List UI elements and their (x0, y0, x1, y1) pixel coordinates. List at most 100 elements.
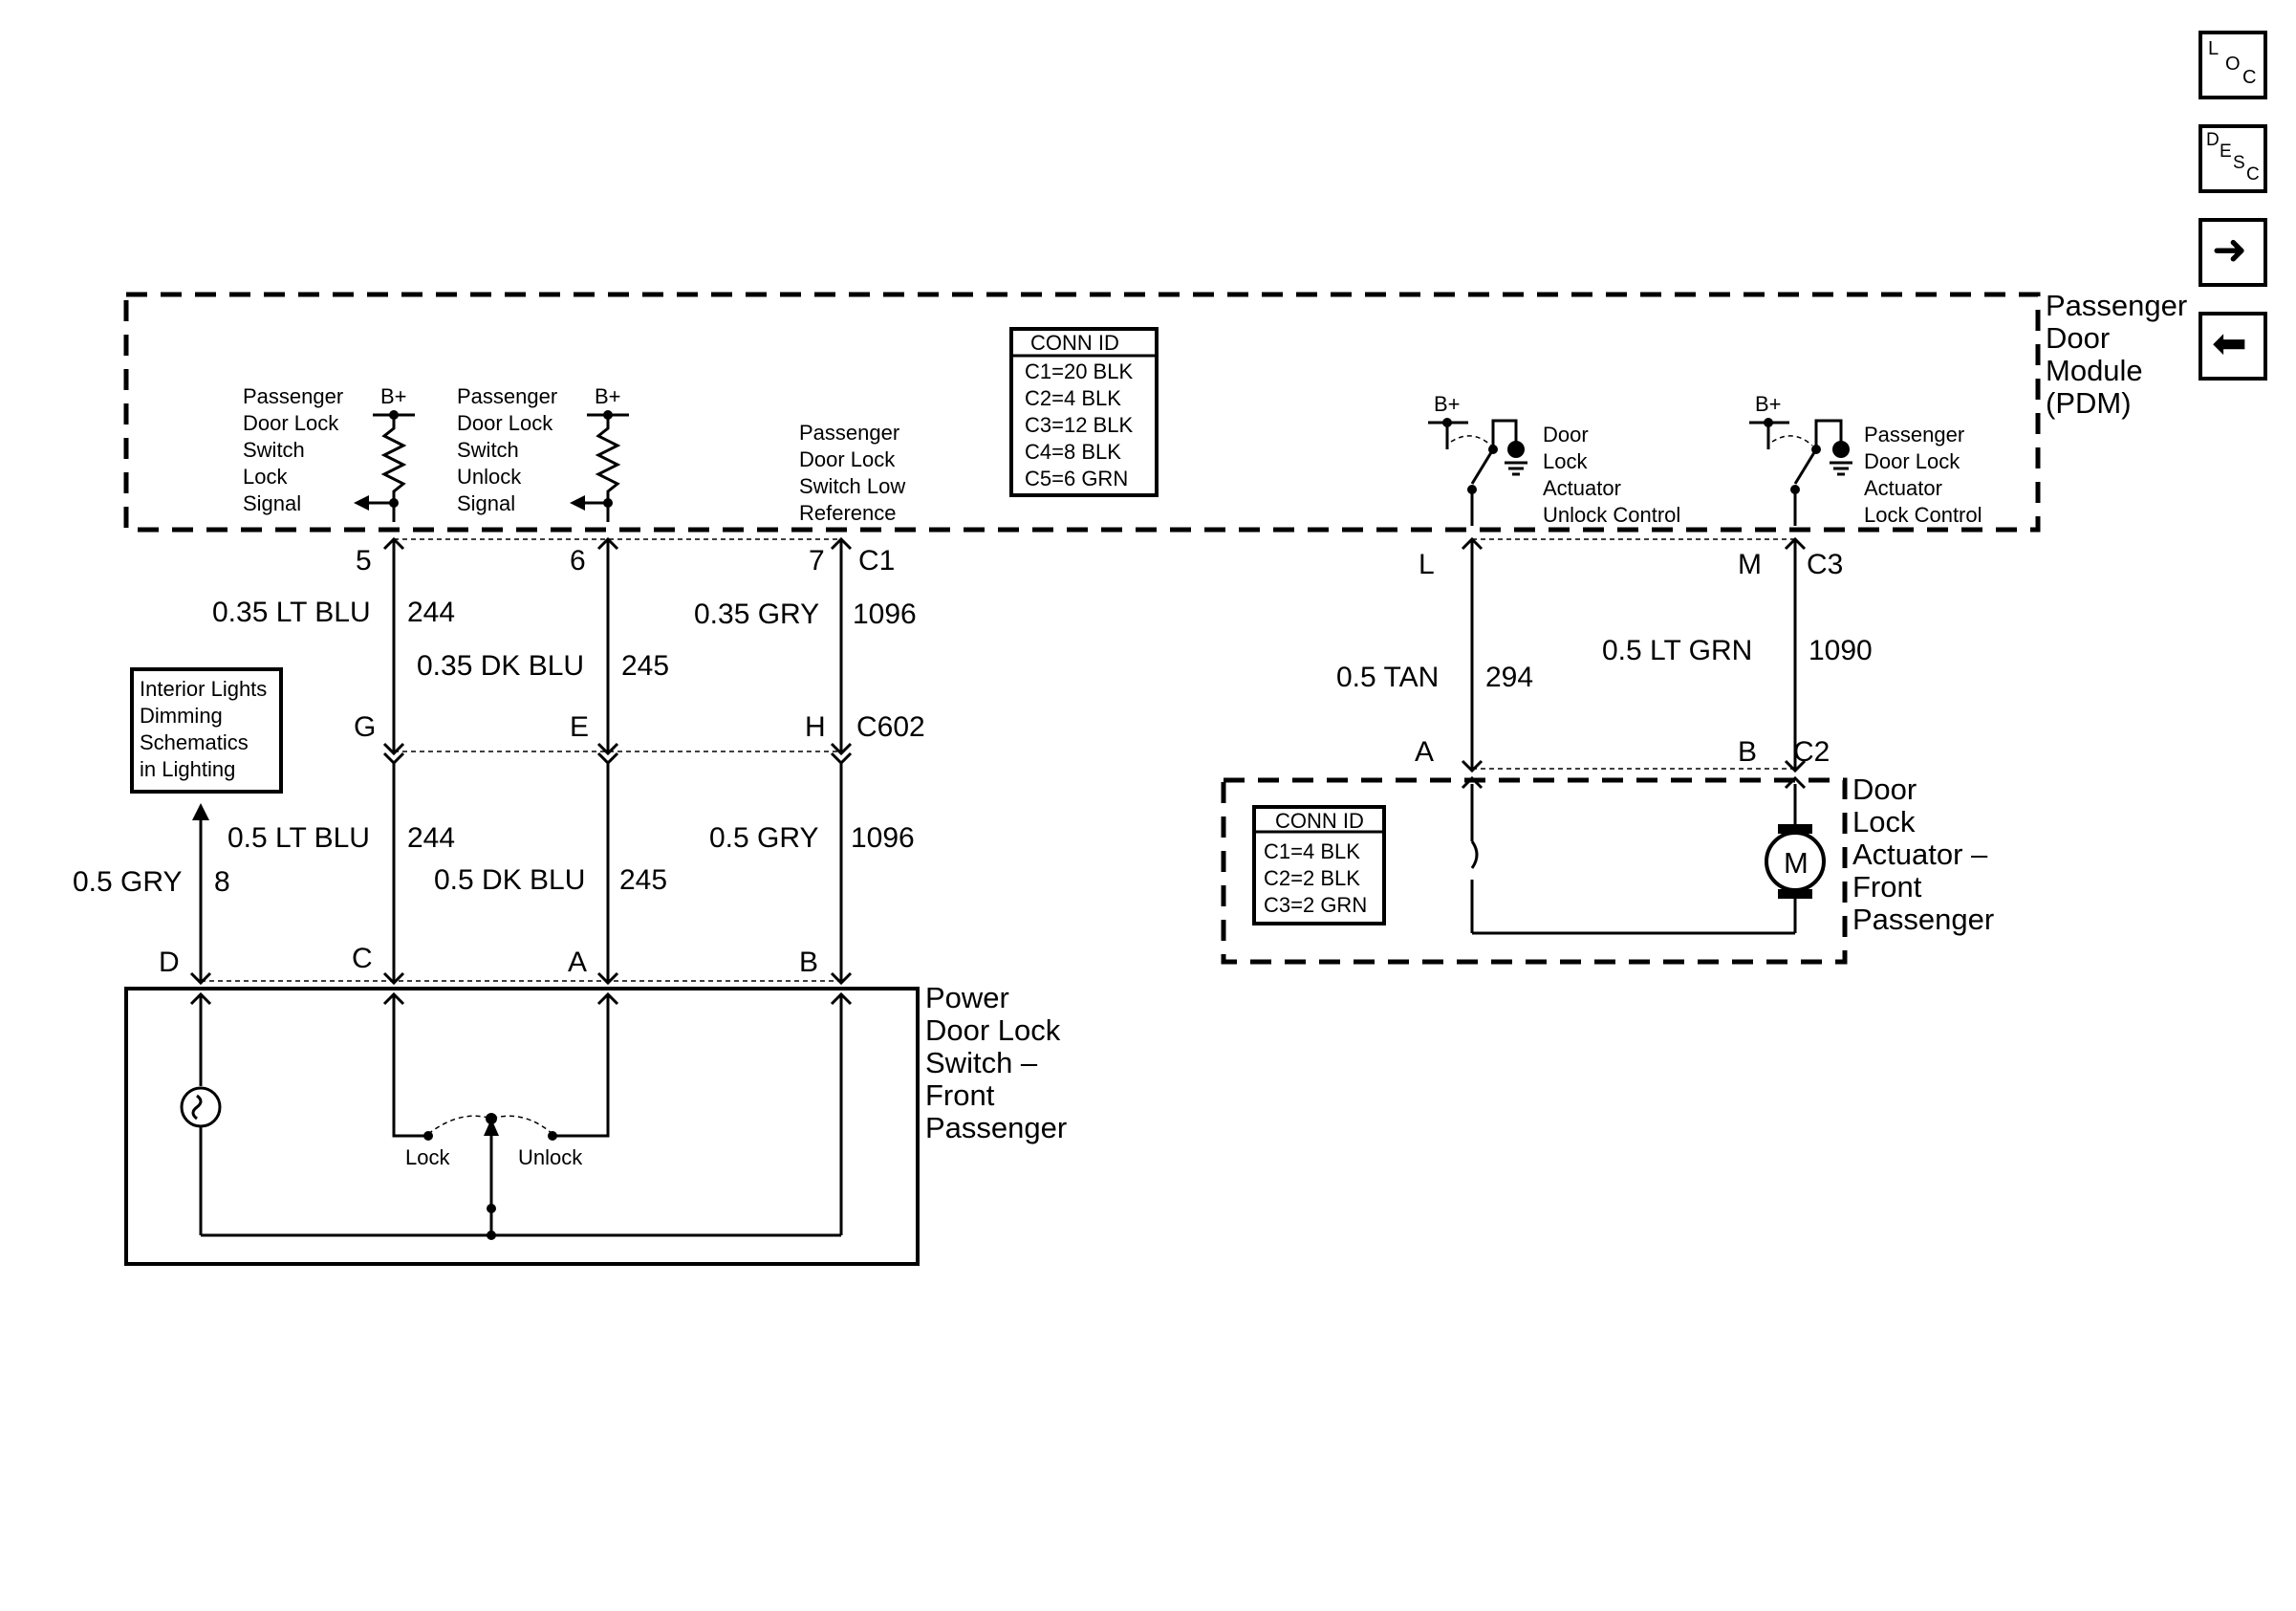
svg-text:Door: Door (1543, 423, 1589, 446)
svg-text:B: B (1738, 736, 1757, 768)
svg-text:Door Lock: Door Lock (1864, 449, 1960, 473)
next-page-button[interactable]: ➜ (2199, 218, 2267, 287)
c2-pin-labels: A B C2 (1415, 736, 1830, 768)
pdm-conn-id-table: CONN ID C1=20 BLK C2=4 BLK C3=12 BLK C4=… (1009, 327, 1159, 497)
svg-text:D: D (159, 947, 180, 978)
svg-text:244: 244 (407, 822, 455, 854)
arrow-left-icon: ⬅ (2212, 320, 2247, 367)
switch-pin-labels: D C A B (159, 943, 818, 978)
loc-letter-l: L (2208, 38, 2220, 59)
svg-text:8: 8 (214, 866, 230, 898)
svg-text:245: 245 (621, 650, 669, 682)
svg-text:Unlock: Unlock (518, 1145, 583, 1169)
svg-text:Door Lock: Door Lock (925, 1013, 1061, 1047)
svg-text:CONN ID: CONN ID (1030, 331, 1119, 355)
svg-text:(PDM): (PDM) (2046, 386, 2132, 420)
switch-internal-wiring (180, 994, 843, 1240)
svg-text:294: 294 (1485, 662, 1533, 693)
svg-text:M: M (1784, 846, 1809, 880)
svg-text:C1: C1 (858, 545, 895, 577)
svg-text:CONN ID: CONN ID (1275, 809, 1364, 833)
c602-pin-labels: G E H C602 (354, 711, 925, 743)
desc-letter-e: E (2220, 142, 2232, 162)
motor-icon: M (1765, 824, 1826, 899)
power-door-lock-switch-title: Power Door Lock Switch – Front Passenger (925, 981, 1067, 1144)
svg-text:Lock: Lock (1852, 805, 1916, 838)
svg-text:Front: Front (925, 1078, 995, 1112)
svg-text:Dimming: Dimming (140, 704, 223, 728)
low-reference-label: Passenger Door Lock Switch Low Reference (799, 421, 905, 525)
svg-text:Passenger: Passenger (1852, 903, 1994, 936)
svg-text:G: G (354, 711, 376, 743)
pdm-boundary (123, 292, 2041, 533)
svg-text:Unlock Control: Unlock Control (1543, 503, 1680, 527)
svg-text:C5=6 GRN: C5=6 GRN (1025, 467, 1128, 490)
arrow-right-icon: ➜ (2212, 227, 2247, 273)
svg-text:Passenger: Passenger (2046, 289, 2187, 322)
desc-letter-c: C (2246, 164, 2260, 185)
wire-294-label: 0.5 TAN 294 (1336, 662, 1533, 693)
svg-text:Switch Low: Switch Low (799, 474, 905, 498)
previous-page-button[interactable]: ⬅ (2199, 312, 2267, 381)
svg-text:Door: Door (1852, 773, 1917, 806)
unlock-signal-label: Passenger Door Lock Switch Unlock Signal (457, 384, 557, 515)
svg-text:Passenger: Passenger (243, 384, 343, 408)
svg-text:1090: 1090 (1809, 635, 1873, 666)
svg-text:Front: Front (1852, 870, 1922, 903)
c3-terminals (1461, 536, 1807, 551)
svg-text:A: A (1415, 736, 1434, 768)
lock-control-label: Passenger Door Lock Actuator Lock Contro… (1864, 423, 1982, 527)
svg-text:Lock: Lock (1543, 449, 1588, 473)
svg-text:0.35 DK BLU: 0.35 DK BLU (417, 650, 584, 682)
svg-text:Lock: Lock (405, 1145, 450, 1169)
svg-text:Module: Module (2046, 354, 2143, 387)
svg-text:Door Lock: Door Lock (799, 447, 896, 471)
svg-text:Passenger: Passenger (925, 1111, 1067, 1144)
svg-text:7: 7 (809, 545, 825, 577)
wire-245-upper-label: 0.35 DK BLU 245 (417, 650, 669, 682)
svg-text:in Lighting: in Lighting (140, 757, 235, 781)
unlock-signal-pullup-resistor: B+ (570, 384, 629, 522)
svg-text:0.5 GRY: 0.5 GRY (73, 866, 183, 898)
svg-text:B: B (799, 947, 818, 978)
svg-text:244: 244 (407, 597, 455, 628)
svg-text:0.5 LT GRN: 0.5 LT GRN (1602, 635, 1752, 666)
svg-text:M: M (1738, 549, 1762, 580)
interior-lights-reference-box: Interior Lights Dimming Schematics in Li… (130, 667, 283, 794)
lock-control-relay: B+ (1749, 392, 1852, 526)
wire-1096-lower-label: 0.5 GRY 1096 (709, 822, 915, 854)
svg-text:B+: B+ (595, 384, 621, 408)
svg-text:Schematics: Schematics (140, 730, 249, 754)
c602-terminals (382, 742, 853, 766)
power-door-lock-switch-body (124, 987, 920, 1266)
c1-terminals (382, 536, 853, 551)
svg-text:C602: C602 (856, 711, 925, 743)
svg-text:0.5 LT BLU: 0.5 LT BLU (227, 822, 370, 854)
svg-text:Interior Lights: Interior Lights (140, 677, 267, 701)
description-button[interactable]: D E S C (2199, 124, 2267, 193)
loc-letter-o: O (2225, 54, 2241, 75)
svg-text:B+: B+ (380, 384, 407, 408)
svg-text:C1=20 BLK: C1=20 BLK (1025, 359, 1133, 383)
svg-text:Switch: Switch (457, 438, 519, 462)
svg-text:6: 6 (570, 545, 586, 577)
svg-text:C3: C3 (1807, 549, 1843, 580)
location-button[interactable]: L O C (2199, 31, 2267, 99)
wire-244-lower-label: 0.5 LT BLU 244 (227, 822, 455, 854)
svg-text:Actuator –: Actuator – (1852, 838, 1988, 871)
desc-letter-d: D (2206, 130, 2220, 150)
switch-position-labels: Lock Unlock (405, 1145, 583, 1169)
c1-pin-labels: 5 6 7 C1 (356, 545, 895, 577)
actuator-internal-wiring (1470, 784, 1797, 935)
svg-text:C2=2 BLK: C2=2 BLK (1264, 866, 1360, 890)
wire-1096-upper-label: 0.35 GRY 1096 (694, 599, 917, 630)
lock-signal-pullup-resistor: B+ (354, 384, 415, 522)
door-lock-actuator-title: Door Lock Actuator – Front Passenger (1852, 773, 1994, 936)
svg-text:Lock Control: Lock Control (1864, 503, 1982, 527)
svg-text:C: C (352, 943, 373, 974)
unlock-control-relay: B+ (1428, 392, 1527, 526)
svg-text:C3=12 BLK: C3=12 BLK (1025, 413, 1133, 437)
svg-text:E: E (570, 711, 589, 743)
svg-text:Signal: Signal (243, 491, 301, 515)
desc-letter-s: S (2233, 153, 2245, 173)
